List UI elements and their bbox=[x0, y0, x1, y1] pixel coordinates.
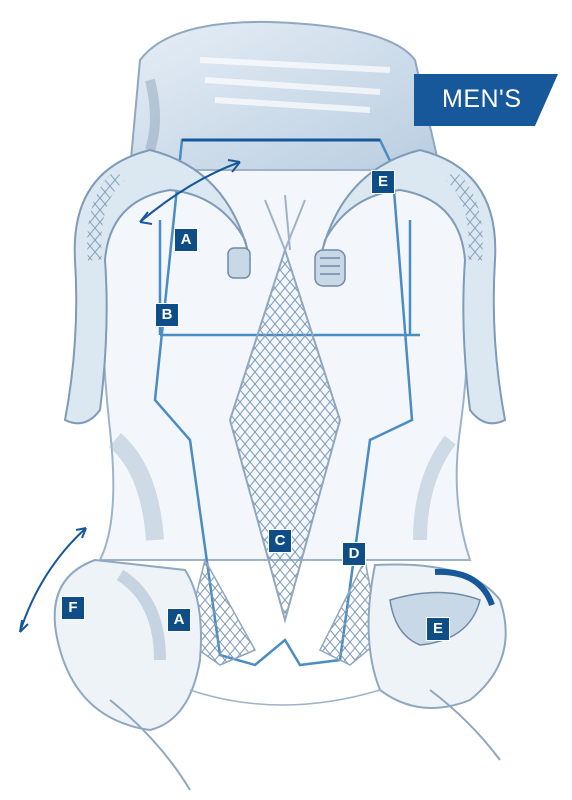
mens-label: MEN'S bbox=[442, 85, 522, 113]
shoulder-strap-right bbox=[319, 148, 507, 425]
label-d: D bbox=[342, 542, 366, 566]
label-c: C bbox=[268, 529, 292, 553]
buckle-right bbox=[314, 249, 346, 287]
label-f: F bbox=[61, 596, 85, 620]
pack-lid bbox=[128, 20, 442, 171]
adjust-arrow-side bbox=[19, 527, 87, 633]
mens-banner bbox=[414, 74, 558, 126]
label-b: B bbox=[155, 303, 179, 327]
adjust-arrow-top bbox=[139, 161, 241, 223]
buckle-left bbox=[227, 247, 251, 279]
label-a-upper: A bbox=[174, 228, 198, 252]
shoulder-strap-left bbox=[63, 148, 251, 425]
center-mesh-panel bbox=[228, 246, 342, 624]
label-e-lower: E bbox=[426, 617, 450, 641]
hip-belt-left bbox=[53, 558, 202, 732]
hip-belt-left-strap bbox=[109, 699, 191, 791]
label-e-upper: E bbox=[371, 170, 395, 194]
hip-pad-highlight bbox=[434, 568, 495, 607]
label-a-lower: A bbox=[167, 608, 191, 632]
